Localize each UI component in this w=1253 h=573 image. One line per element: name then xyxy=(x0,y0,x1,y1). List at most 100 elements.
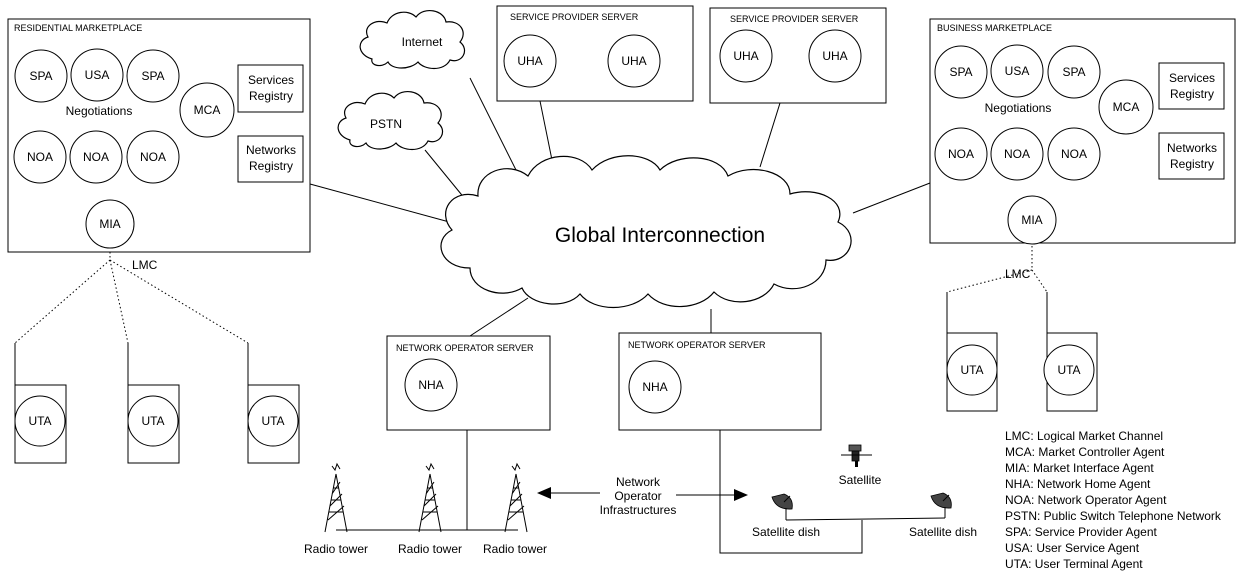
uha-label: UHA xyxy=(733,49,758,63)
usa-label: USA xyxy=(1005,64,1030,78)
noa-agent xyxy=(934,127,988,181)
networks-registry-line1: Networks xyxy=(246,143,296,157)
uta-agent xyxy=(247,395,299,447)
uha-label: UHA xyxy=(621,54,646,68)
mca-label: MCA xyxy=(194,103,221,117)
residential-lmc-label: LMC xyxy=(132,258,158,272)
uta-agent xyxy=(1043,344,1095,396)
networks-registry-line2: Registry xyxy=(249,159,293,173)
uha-agent xyxy=(719,29,773,83)
noa-label: NOA xyxy=(1004,147,1030,161)
business-title: BUSINESS MARKETPLACE xyxy=(937,23,1052,33)
infrastructure-arrows xyxy=(537,487,748,501)
pstn-cloud: PSTN xyxy=(337,90,443,151)
service-provider-server: SERVICE PROVIDER SERVER UHA UHA xyxy=(709,7,887,104)
satellite-dish-icon xyxy=(771,493,793,514)
uha-agent xyxy=(607,34,661,88)
sp2-link xyxy=(759,102,781,168)
usa-agent xyxy=(990,44,1044,98)
sp-server-title: SERVICE PROVIDER SERVER xyxy=(510,12,639,22)
mca-label: MCA xyxy=(1113,100,1140,114)
satellite-label: Satellite xyxy=(839,473,882,487)
legend-item: PSTN: Public Switch Telephone Network xyxy=(1005,509,1222,523)
no1-link xyxy=(469,297,529,337)
uha-label: UHA xyxy=(822,49,847,63)
noa-agent xyxy=(69,130,123,184)
global-interconnection-label: Global Interconnection xyxy=(555,224,765,247)
nha-label: NHA xyxy=(642,380,667,394)
business-marketplace: BUSINESS MARKETPLACE SPA USA SPA Negotia… xyxy=(929,18,1236,245)
arrow-right-icon xyxy=(734,489,748,501)
networks-registry-line2: Registry xyxy=(1170,157,1214,171)
residential-title: RESIDENTIAL MARKETPLACE xyxy=(14,23,142,33)
spa-agent xyxy=(14,49,68,103)
services-registry-line1: Services xyxy=(1169,71,1215,85)
noa-label: NOA xyxy=(948,147,974,161)
usa-label: USA xyxy=(85,68,110,82)
business-lmc-links xyxy=(946,242,1048,333)
uha-label: UHA xyxy=(517,54,542,68)
sp1-link xyxy=(539,100,554,166)
negotiations-label: Negotiations xyxy=(985,101,1052,115)
satellite-dish-label: Satellite dish xyxy=(752,525,820,539)
pstn-label: PSTN xyxy=(370,117,402,131)
residential-marketplace: RESIDENTIAL MARKETPLACE SPA USA SPA Nego… xyxy=(7,18,311,253)
uta-label: UTA xyxy=(141,414,164,428)
no2-infra-link xyxy=(719,430,863,554)
radio-tower-icon xyxy=(418,462,442,533)
spa-agent xyxy=(1047,45,1101,99)
legend-item: NOA: Network Operator Agent xyxy=(1005,493,1167,507)
noa-label: NOA xyxy=(140,150,166,164)
residential-terminals: UTA UTA UTA xyxy=(14,384,300,464)
mia-label: MIA xyxy=(1021,213,1042,227)
infrastructure-label-line1: Network xyxy=(616,475,661,489)
dish-link xyxy=(785,517,946,521)
noa-agent xyxy=(1047,127,1101,181)
legend-item: MIA: Market Interface Agent xyxy=(1005,461,1154,475)
spa-agent xyxy=(126,49,180,103)
noa-agent xyxy=(126,130,180,184)
network-operator-server: NETWORK OPERATOR SERVER NHA xyxy=(386,335,551,431)
radio-tower-icon xyxy=(504,462,528,533)
legend-item: NHA: Network Home Agent xyxy=(1005,477,1151,491)
nha-agent xyxy=(404,358,458,412)
satellite-dish-icon xyxy=(930,492,952,513)
uta-label: UTA xyxy=(28,414,51,428)
legend: LMC: Logical Market Channel MCA: Market … xyxy=(1005,429,1222,571)
nha-agent xyxy=(628,360,682,414)
networks-registry xyxy=(237,135,304,183)
radio-tower-icon xyxy=(324,462,348,533)
no-server-title: NETWORK OPERATOR SERVER xyxy=(628,340,766,350)
mia-agent xyxy=(85,199,135,249)
legend-item: UTA: User Terminal Agent xyxy=(1005,557,1143,571)
services-registry xyxy=(1158,62,1225,110)
services-registry-line2: Registry xyxy=(249,89,293,103)
spa-label: SPA xyxy=(141,69,164,83)
satellite-icon xyxy=(841,444,872,467)
legend-item: SPA: Service Provider Agent xyxy=(1005,525,1158,539)
residential-link xyxy=(309,183,454,224)
networks-registry xyxy=(1158,132,1225,180)
uta-label: UTA xyxy=(261,414,284,428)
business-lmc-label: LMC xyxy=(1005,267,1031,281)
legend-item: MCA: Market Controller Agent xyxy=(1005,445,1165,459)
internet-cloud: Internet xyxy=(359,9,465,70)
global-interconnection-cloud: Global Interconnection xyxy=(440,155,852,309)
uta-agent xyxy=(127,395,179,447)
business-link xyxy=(852,182,931,214)
noa-agent xyxy=(13,130,67,184)
noa-label: NOA xyxy=(83,150,109,164)
uta-agent xyxy=(14,395,66,447)
infrastructure-label-line2: Operator xyxy=(614,489,661,503)
infrastructure-label-line3: Infrastructures xyxy=(600,503,677,517)
arrow-left-icon xyxy=(537,487,551,499)
nha-label: NHA xyxy=(418,378,443,392)
satellite-dish-label: Satellite dish xyxy=(909,525,977,539)
service-provider-server: SERVICE PROVIDER SERVER UHA UHA xyxy=(496,5,694,102)
services-registry xyxy=(237,64,304,113)
noa-label: NOA xyxy=(1061,147,1087,161)
radio-tower-label: Radio tower xyxy=(304,542,368,556)
internet-label: Internet xyxy=(402,35,443,49)
uha-agent xyxy=(808,29,862,83)
